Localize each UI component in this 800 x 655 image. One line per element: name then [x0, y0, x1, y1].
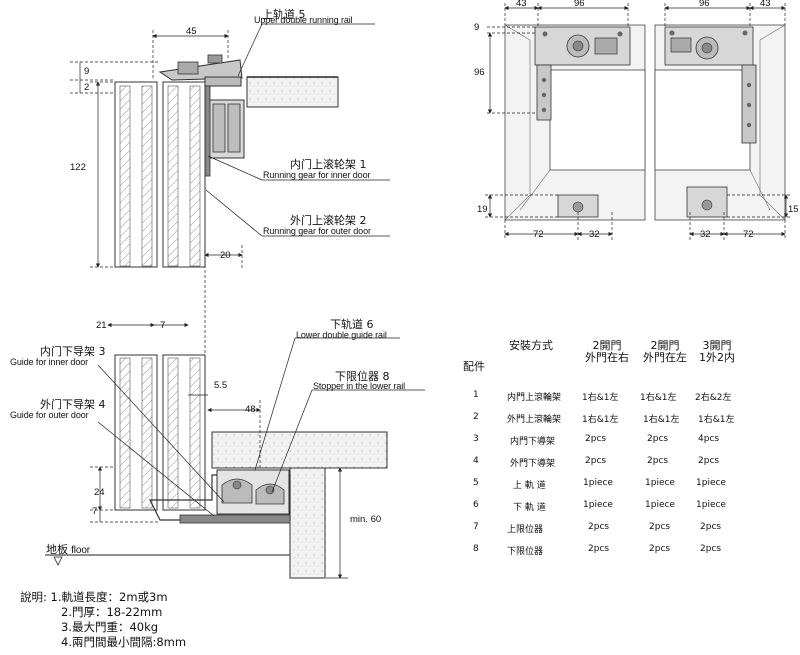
label-upper-rail-en: Upper double running rail — [254, 15, 353, 25]
table-col-2: 2開門外門在左 — [643, 339, 687, 364]
label-lower-rail-en: Lower double guide rail — [296, 330, 387, 340]
dim-20: 20 — [220, 250, 231, 261]
label-lower-rail-cn: 下轨道 6 — [330, 318, 374, 331]
table-row-label: 配件 — [463, 360, 485, 373]
notes-line: 說明: 1.軌道長度：2m或3m — [20, 590, 168, 604]
label-inner-guide-en: Guide for inner door — [10, 357, 89, 367]
label-outer-guide-cn: 外门下导架 4 — [40, 398, 106, 411]
label-outer-guide-en: Guide for outer door — [10, 410, 89, 420]
label-stopper-lower-cn: 下限位器 8 — [335, 370, 390, 383]
dimension-lines-left — [70, 30, 348, 579]
table-col-1: 2開門外門在右 — [585, 339, 629, 364]
dim-bottom-32-right: 32 — [700, 229, 711, 240]
plan-drawing — [504, 24, 786, 221]
lower-rail — [149, 469, 291, 524]
dim-7-a: 7 — [160, 320, 166, 331]
label-outer-running-gear-cn: 外门上滚轮架 2 — [290, 214, 367, 227]
notes-line: 2.門厚：18-22mm — [61, 605, 163, 619]
notes-block: 說明: 1.軌道長度：2m或3m 2.門厚：18-22mm 3.最大門重：40k… — [20, 590, 186, 650]
dim-bottom-72-left: 72 — [533, 229, 544, 240]
dim-122: 122 — [70, 162, 86, 173]
dim-15: 15 — [788, 204, 799, 215]
table-col-header: 安裝方式 — [509, 339, 553, 352]
leader-lines-left — [97, 23, 425, 517]
dim-9-right: 9 — [474, 22, 480, 33]
floor-line — [45, 554, 290, 566]
ceiling-slab — [246, 76, 339, 108]
label-inner-running-gear-en: Running gear for inner door — [263, 170, 371, 180]
dim-top-43-left: 43 — [516, 0, 527, 9]
label-floor: 地板 floor — [46, 543, 91, 556]
notes-line: 4.兩門間最小間隔:8mm — [61, 635, 187, 649]
label-outer-running-gear-en: Running gear for outer door — [263, 226, 371, 236]
notes-line: 3.最大門重：40kg — [61, 620, 159, 634]
door-panels-lower — [114, 354, 206, 511]
dim-96-vertical: 96 — [474, 67, 485, 78]
dim-top-96-right: 96 — [699, 0, 710, 9]
floor-slab — [211, 431, 388, 579]
notes-title: 說明: — [20, 590, 47, 604]
upper-rail — [158, 54, 243, 87]
label-inner-running-gear-cn: 内门上滚轮架 1 — [290, 158, 367, 171]
door-panels-upper — [114, 81, 206, 268]
dim-min-60: min. 60 — [350, 514, 382, 525]
dim-bottom-72-right: 72 — [743, 229, 754, 240]
dim-45: 45 — [186, 26, 197, 37]
label-upper-rail-cn: 上轨道 5 — [262, 8, 306, 21]
dim-24: 24 — [94, 487, 105, 498]
dim-9: 9 — [84, 66, 90, 77]
dim-48: 48 — [245, 404, 256, 415]
label-stopper-lower-en: Stopper in the lower rail — [313, 381, 406, 391]
dimension-lines-right — [485, 3, 792, 240]
dim-7-b: 7 — [92, 506, 98, 517]
dim-5-5: 5.5 — [214, 380, 228, 391]
dim-2: 2 — [84, 82, 90, 93]
dim-21: 21 — [96, 320, 107, 331]
dim-bottom-32-left: 32 — [589, 229, 600, 240]
dim-top-43-right: 43 — [760, 0, 771, 9]
dim-19: 19 — [477, 204, 488, 215]
label-inner-guide-cn: 内门下导架 3 — [40, 345, 106, 358]
dim-top-96-left: 96 — [574, 0, 585, 9]
